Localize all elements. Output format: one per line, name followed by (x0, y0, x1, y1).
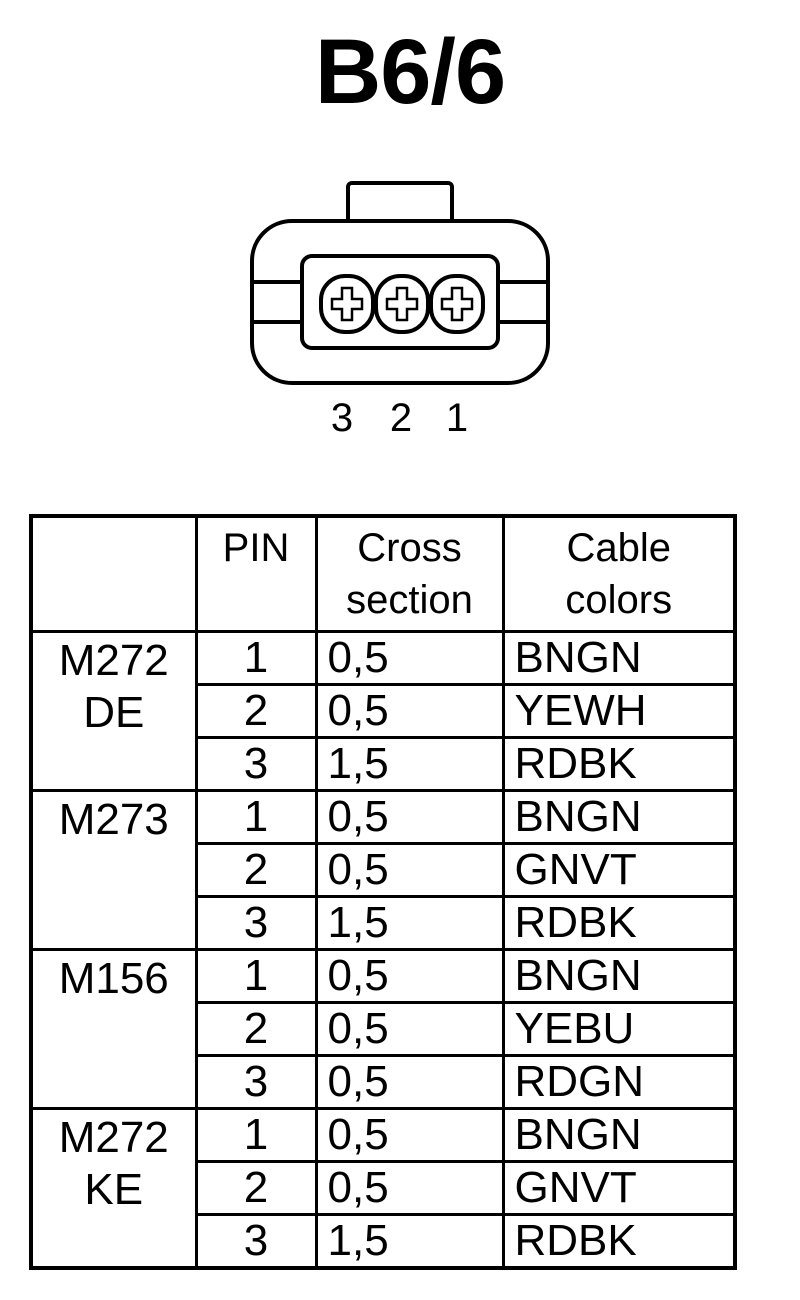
header-pin: PIN (194, 514, 318, 633)
cross-section-cell: 1,5 (314, 1213, 505, 1270)
pin-cell: 3 (194, 1054, 318, 1110)
cable-color-cell: RDGN (501, 1054, 737, 1110)
pin-cell: 2 (194, 842, 318, 898)
connector-drawing (250, 181, 550, 385)
cable-color-cell: GNVT (501, 1160, 737, 1216)
cable-color-cell: BNGN (501, 630, 737, 686)
engine-cell: M156 (29, 948, 198, 1110)
pin-cell: 3 (194, 895, 318, 951)
cross-section-cell: 0,5 (314, 1001, 505, 1057)
cross-section-cell: 1,5 (314, 895, 505, 951)
cable-color-cell: BNGN (501, 1107, 737, 1163)
connector-latch (346, 181, 454, 225)
cross-section-cell: 0,5 (314, 1054, 505, 1110)
header-cross-section: Cross section (314, 514, 505, 633)
cable-color-cell: YEBU (501, 1001, 737, 1057)
pin-cell: 3 (194, 736, 318, 792)
pin-cell: 3 (194, 1213, 318, 1270)
table-header-row: PIN Cross section Cable colors (29, 514, 737, 633)
pin-cell: 1 (194, 948, 318, 1004)
cable-color-cell: RDBK (501, 895, 737, 951)
pin-label: 2 (389, 396, 413, 440)
header-engine (29, 514, 198, 633)
pin-cell: 2 (194, 683, 318, 739)
cross-section-cell: 0,5 (314, 948, 505, 1004)
pin-label: 1 (445, 396, 469, 440)
header-cable-colors: Cable colors (501, 514, 737, 633)
pin-cell: 1 (194, 630, 318, 686)
cable-color-cell: BNGN (501, 789, 737, 845)
pin-cell: 2 (194, 1160, 318, 1216)
terminal-cross-icon (330, 286, 364, 322)
cable-color-cell: YEWH (501, 683, 737, 739)
cable-color-cell: GNVT (501, 842, 737, 898)
cable-color-cell: BNGN (501, 948, 737, 1004)
pin-cell: 1 (194, 789, 318, 845)
engine-cell: M273 (29, 789, 198, 951)
terminal-cross-icon (440, 286, 474, 322)
cable-color-cell: RDBK (501, 1213, 737, 1270)
cross-section-cell: 1,5 (314, 736, 505, 792)
diagram-title: B6/6 (314, 21, 506, 123)
pin-cell: 2 (194, 1001, 318, 1057)
pin-label: 3 (330, 396, 354, 440)
cross-section-cell: 0,5 (314, 842, 505, 898)
cross-section-cell: 0,5 (314, 1107, 505, 1163)
cross-section-cell: 0,5 (314, 630, 505, 686)
cable-color-cell: RDBK (501, 736, 737, 792)
terminal-cross-icon (385, 286, 419, 322)
pin-cell: 1 (194, 1107, 318, 1163)
cross-section-cell: 0,5 (314, 1160, 505, 1216)
cross-section-cell: 0,5 (314, 789, 505, 845)
cross-section-cell: 0,5 (314, 683, 505, 739)
